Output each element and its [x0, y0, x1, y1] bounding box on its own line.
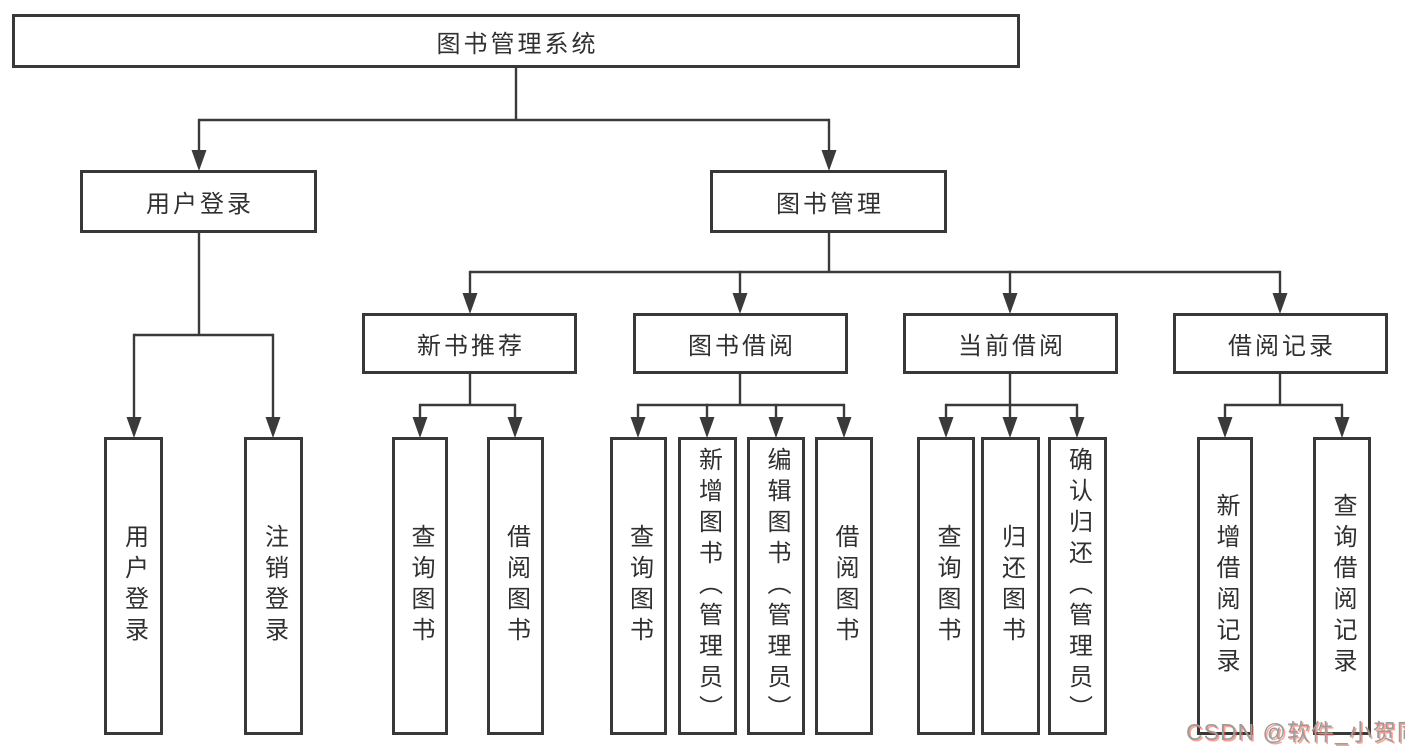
node-borrowing-records: 借阅记录: [1173, 313, 1388, 374]
leaf-user-login: 用户登录: [104, 437, 163, 735]
node-book-management: 图书管理: [710, 170, 947, 233]
csdn-watermark: CSDN @软件_小贺同学: [1186, 719, 1405, 745]
arrowhead: [412, 417, 428, 438]
leaf-borrowing-borrow-books: 借阅图书: [815, 437, 873, 735]
leaf-return-books: 归还图书: [981, 437, 1040, 735]
node-library-management-system: 图书管理系统: [12, 14, 1020, 68]
arrowhead: [630, 417, 646, 438]
arrowhead: [1272, 293, 1288, 314]
arrowhead: [732, 293, 748, 314]
leaf-query-borrow-record: 查询借阅记录: [1313, 437, 1371, 735]
leaf-recommend-borrow-books: 借阅图书: [487, 437, 544, 735]
arrowhead: [1002, 417, 1018, 438]
arrowhead: [938, 417, 954, 438]
node-book-borrowing: 图书借阅: [633, 313, 848, 374]
leaf-edit-books-admin: 编辑图书（管理员）: [747, 437, 805, 735]
arrowhead: [768, 417, 784, 438]
node-user-login: 用户登录: [80, 170, 317, 233]
node-new-book-recommendation: 新书推荐: [362, 313, 577, 374]
arrowhead: [507, 417, 523, 438]
leaf-add-borrow-record: 新增借阅记录: [1197, 437, 1253, 735]
arrowhead: [191, 150, 207, 171]
leaf-confirm-return-admin: 确认归还（管理员）: [1048, 437, 1107, 735]
arrowhead: [1069, 417, 1085, 438]
arrowhead: [1002, 293, 1018, 314]
arrowhead: [836, 417, 852, 438]
leaf-logout: 注销登录: [244, 437, 303, 735]
leaf-borrowing-query-books: 查询图书: [610, 437, 667, 735]
leaf-add-books-admin: 新增图书（管理员）: [678, 437, 737, 735]
arrowhead: [126, 417, 142, 438]
arrowhead: [462, 293, 478, 314]
arrowhead: [1334, 417, 1350, 438]
leaf-recommend-query-books: 查询图书: [392, 437, 448, 735]
arrowhead: [821, 150, 837, 171]
arrowhead: [1217, 417, 1233, 438]
arrowhead: [265, 417, 281, 438]
node-current-borrowing: 当前借阅: [903, 313, 1118, 374]
arrowhead: [699, 417, 715, 438]
leaf-current-query-books: 查询图书: [917, 437, 975, 735]
